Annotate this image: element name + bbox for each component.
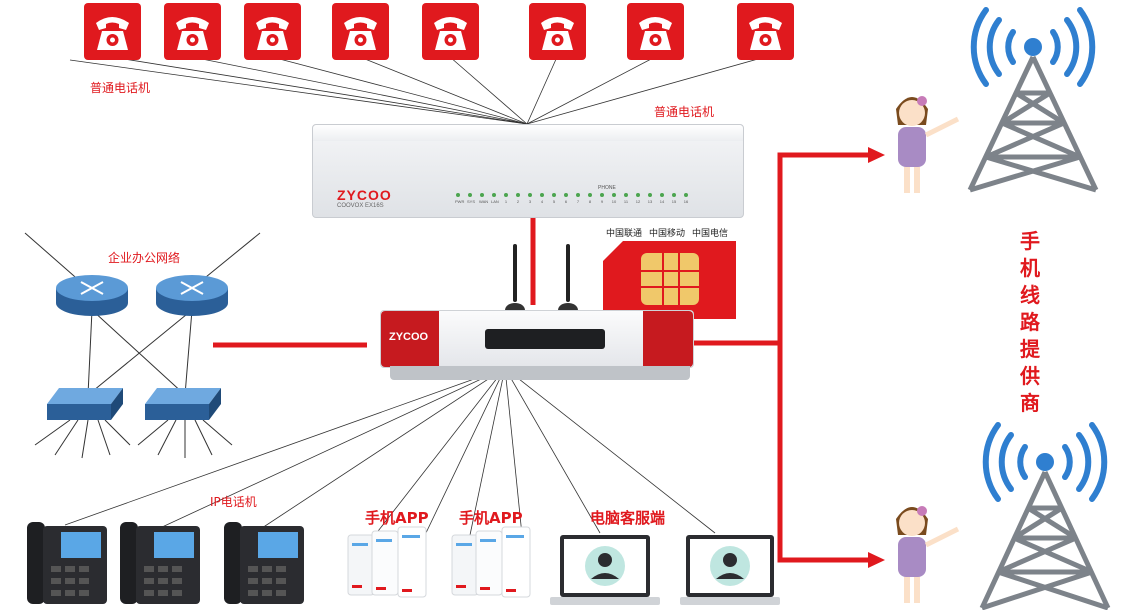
gateway-led: 9 xyxy=(599,193,605,204)
gateway-led: 12 xyxy=(635,193,641,204)
ip-pbx-device: ZYCOO xyxy=(380,310,694,368)
gateway-led: 11 xyxy=(623,193,629,204)
office-network-label: 企业办公网络 xyxy=(108,251,181,265)
gateway-led: 2 xyxy=(515,193,521,204)
router-icon xyxy=(156,275,228,316)
gateway-led: 10 xyxy=(611,193,617,204)
gateway-led: SYS xyxy=(467,193,475,204)
gateway-led: 15 xyxy=(671,193,677,204)
mobile-app-label-2: 手机APP xyxy=(459,509,523,527)
gateway-led: 14 xyxy=(659,193,665,204)
gateway-led: LAN xyxy=(491,193,499,204)
analog-gateway: ZYCOO COOVOX EX16S PHONE PWR SYS WAN LAN… xyxy=(312,124,744,218)
cell-tower-icon xyxy=(979,422,1111,610)
switch-icon xyxy=(145,388,221,420)
ip-phone-icon xyxy=(120,522,200,604)
telephone-icon xyxy=(627,3,684,60)
gateway-led: 1 xyxy=(503,193,509,204)
gateway-led: 16 xyxy=(683,193,689,204)
gateway-led: 4 xyxy=(539,193,545,204)
mobile-app-label-1: 手机APP xyxy=(365,509,429,527)
gateway-led: 5 xyxy=(551,193,557,204)
gateway-led: 6 xyxy=(563,193,569,204)
telephone-icon xyxy=(737,3,794,60)
carrier-unicom: 中国联通 xyxy=(606,229,643,239)
gateway-phone-label: PHONE xyxy=(598,185,616,191)
gateway-led: WAN xyxy=(479,193,488,204)
telephone-icon xyxy=(529,3,586,60)
person-icon xyxy=(896,96,960,193)
switch-icon xyxy=(47,388,123,420)
telephone-icon xyxy=(164,3,221,60)
carrier-provider-title: 手机线路提供商 xyxy=(1020,229,1040,415)
pc-client-label: 电脑客服端 xyxy=(590,509,666,527)
cell-tower-icon xyxy=(967,7,1099,193)
gateway-led: 7 xyxy=(575,193,581,204)
carrier-telecom: 中国电信 xyxy=(692,229,729,239)
gateway-model: COOVOX EX16S xyxy=(337,203,384,209)
router-icon xyxy=(56,275,128,316)
ip-phone-icon xyxy=(224,522,304,604)
gateway-led: 8 xyxy=(587,193,593,204)
gateway-brand: ZYCOO xyxy=(337,187,392,203)
laptop-icon xyxy=(550,535,660,605)
telephone-icon xyxy=(422,3,479,60)
telephone-icon xyxy=(244,3,301,60)
analog-phones-label-right: 普通电话机 xyxy=(654,105,715,119)
mobile-app-screens-icon xyxy=(347,526,427,598)
laptop-icon xyxy=(680,535,780,605)
analog-phones-label: 普通电话机 xyxy=(90,81,151,95)
gateway-led-row: PWR SYS WAN LAN 1 2 3 4 5 6 7 8 9 10 11 … xyxy=(455,193,689,204)
telephone-icon xyxy=(332,3,389,60)
gateway-led: PWR xyxy=(455,193,464,204)
person-icon xyxy=(896,506,960,603)
ip-phones-label: IP电话机 xyxy=(210,495,257,509)
gateway-led: 3 xyxy=(527,193,533,204)
telephone-icon xyxy=(84,3,141,60)
sim-card-icon xyxy=(603,241,736,319)
ippbx-brand: ZYCOO xyxy=(389,331,429,343)
gateway-led: 13 xyxy=(647,193,653,204)
ip-phone-icon xyxy=(27,522,107,604)
carrier-mobile: 中国移动 xyxy=(649,229,686,239)
mobile-app-screens-icon xyxy=(451,526,531,598)
ippbx-base xyxy=(390,366,690,380)
